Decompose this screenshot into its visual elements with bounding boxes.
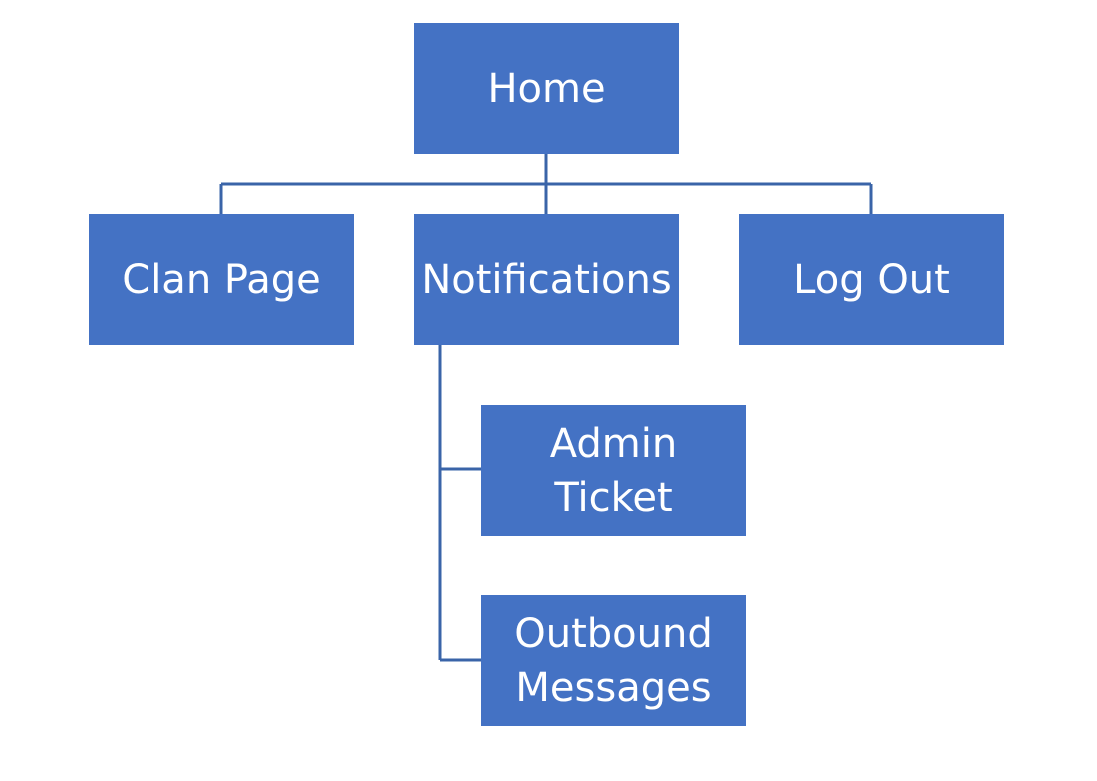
node-admin-ticket-line-2: Ticket	[554, 474, 673, 521]
node-admin-ticket: Admin Ticket	[481, 405, 746, 536]
node-clan-page-label: Clan Page	[122, 256, 321, 303]
node-outbound-messages: Outbound Messages	[481, 595, 746, 726]
node-notifications: Notifications	[414, 214, 679, 345]
node-clan-page: Clan Page	[89, 214, 354, 345]
node-log-out: Log Out	[739, 214, 1004, 345]
node-outbound-messages-line-2: Messages	[515, 664, 712, 711]
node-outbound-messages-line-1: Outbound	[514, 610, 713, 657]
node-admin-ticket-line-1: Admin	[549, 420, 678, 467]
node-notifications-label: Notifications	[421, 256, 672, 303]
node-log-out-label: Log Out	[793, 256, 950, 303]
node-home: Home	[414, 23, 679, 154]
node-home-label: Home	[487, 65, 606, 112]
